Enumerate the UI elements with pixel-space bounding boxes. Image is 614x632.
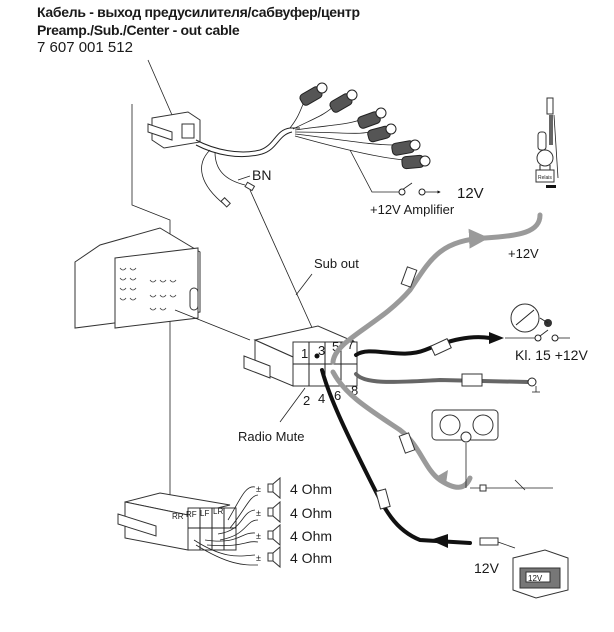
radio-to-connector-line <box>174 309 251 341</box>
channel-rf: RF <box>186 510 197 519</box>
speaker-wires <box>193 486 259 566</box>
wire-connector <box>430 338 452 356</box>
battery-arrow <box>430 534 448 548</box>
instrument-cluster <box>431 409 499 443</box>
svg-text:±: ± <box>256 531 261 541</box>
rca-plugs <box>289 82 431 170</box>
power-antenna: Relais <box>482 97 559 241</box>
inline-fuse <box>479 537 499 546</box>
svg-text:±: ± <box>256 508 261 518</box>
antenna-relay-label: Relais <box>538 175 552 181</box>
cable-adapter-connector <box>147 111 201 149</box>
wire-connector <box>400 266 418 288</box>
pin-2: 2 <box>303 393 310 408</box>
svg-text:±: ± <box>256 484 261 494</box>
radio-unit <box>74 227 201 329</box>
part-number: 7 607 001 512 <box>37 39 133 56</box>
car-battery: 12V <box>512 549 569 599</box>
speaker-3-impedance: 4 Ohm <box>290 528 332 544</box>
ignition-arrow <box>489 332 504 344</box>
sub-out-label: Sub out <box>314 256 359 271</box>
channel-rr: RR <box>172 512 184 521</box>
amp-switch-contact <box>398 188 406 196</box>
title-leader-line <box>147 59 173 116</box>
ignition-label: Kl. 15 +12V <box>515 347 588 363</box>
title-english: Preamp./Sub./Center - out cable <box>37 22 240 38</box>
amp-12v-label: 12V <box>457 185 484 202</box>
bn-label: BN <box>252 167 271 183</box>
ignition-switch <box>510 303 552 333</box>
ignition-wire <box>354 335 492 357</box>
pin-1: 1 <box>301 346 308 361</box>
channel-lr: LR <box>213 507 223 516</box>
speaker-3: ± 4 Ohm <box>256 523 332 547</box>
wire-connector <box>375 488 391 510</box>
amp-label: +12V Amplifier <box>370 202 455 217</box>
battery-label: 12V <box>528 574 543 583</box>
svg-text:±: ± <box>256 553 261 563</box>
title-russian: Кабель - выход предусилителя/сабвуфер/це… <box>37 4 360 20</box>
battery-wire <box>320 368 472 545</box>
speaker-4-impedance: 4 Ohm <box>290 550 332 566</box>
wire-lead <box>201 149 226 206</box>
speaker-1-impedance: 4 Ohm <box>290 481 332 497</box>
bn-wire <box>214 151 246 186</box>
speaker-2-impedance: 4 Ohm <box>290 505 332 521</box>
pin-3: 3 <box>318 343 325 358</box>
wire-connector <box>461 373 483 387</box>
bn-to-pin3-line <box>249 189 324 353</box>
channel-lf: LF <box>200 509 209 518</box>
antenna-wire <box>330 228 489 365</box>
illumination-arrow <box>436 470 448 484</box>
pin-7: 7 <box>347 337 354 352</box>
speaker-4: ± 4 Ohm <box>256 545 332 569</box>
guide-line <box>131 104 171 500</box>
ground-wire <box>354 372 530 384</box>
pin-4: 4 <box>318 391 325 406</box>
pin-5: 5 <box>332 339 339 354</box>
pin-6: 6 <box>334 388 341 403</box>
speaker-1: ± 4 Ohm <box>256 476 332 500</box>
pin-8: 8 <box>351 383 358 398</box>
speaker-output-box <box>117 492 237 551</box>
radio-mute-label: Radio Mute <box>238 429 304 444</box>
speaker-2: ± 4 Ohm <box>256 500 332 524</box>
amp-remote-wire <box>349 149 400 193</box>
wire-connector <box>398 432 416 454</box>
antenna-power-label: +12V <box>508 246 539 261</box>
battery-voltage-label: 12V <box>474 560 500 576</box>
main-cable <box>195 127 300 153</box>
illumination-wire <box>330 369 473 490</box>
